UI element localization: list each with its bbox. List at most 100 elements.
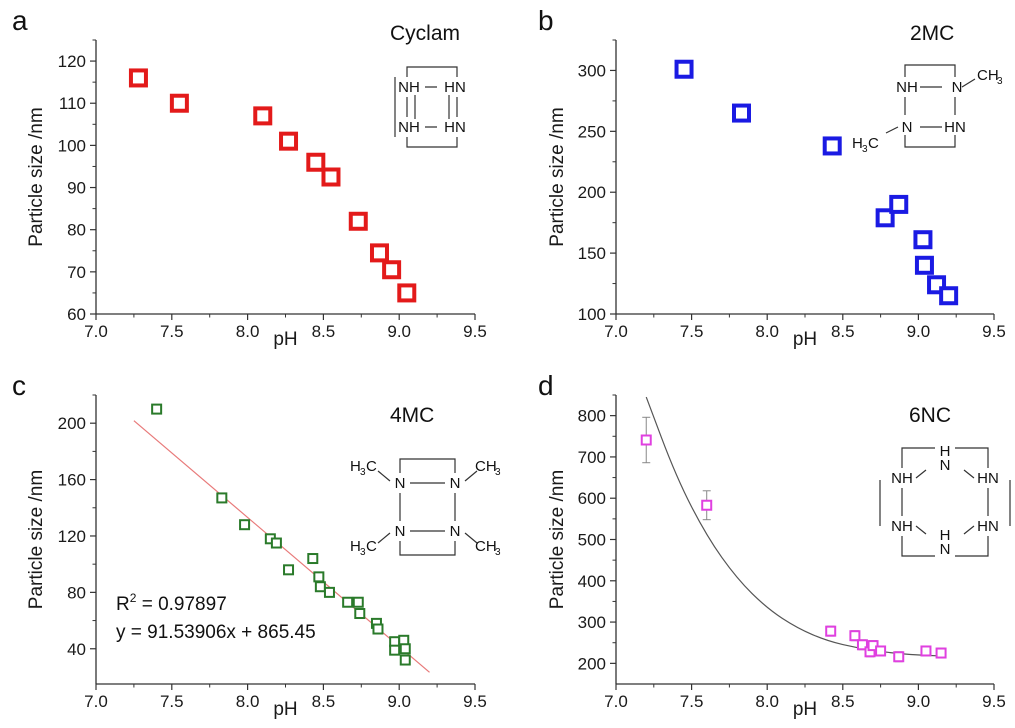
data-point — [342, 596, 354, 608]
data-point — [239, 519, 251, 531]
atom-subscript: 3 — [495, 547, 501, 558]
compound-name: 6NC — [909, 404, 951, 427]
y-tick-label: 80 — [67, 221, 86, 240]
atom-subscript: 3 — [360, 547, 366, 558]
atom-label: C — [366, 538, 377, 555]
atom-label: H — [940, 443, 951, 460]
x-tick-label: 9.0 — [387, 322, 411, 341]
x-tick-label: 8.0 — [236, 692, 260, 711]
data-point — [169, 93, 189, 113]
x-tick-label: 9.0 — [907, 322, 931, 341]
y-tick-label: 400 — [578, 572, 606, 591]
data-point — [731, 103, 751, 123]
atom-label: HN — [444, 119, 466, 136]
ring-bonds — [394, 66, 458, 148]
data-point — [323, 586, 335, 598]
atom-label: CH — [977, 67, 999, 84]
y-tick-label: 300 — [578, 613, 606, 632]
atom-label: N — [940, 457, 951, 474]
x-tick-label: 9.5 — [982, 322, 1006, 341]
y-tick-label: 300 — [578, 61, 606, 80]
atom-label: N — [902, 119, 913, 136]
atom-label: HN — [977, 470, 999, 487]
data-point — [889, 194, 909, 214]
atom-label: HN — [944, 119, 966, 136]
data-point — [354, 608, 366, 620]
atom-label: NH — [398, 79, 420, 96]
data-point — [875, 208, 895, 228]
atom-subscript: 3 — [360, 467, 366, 478]
panel-letter: d — [538, 370, 554, 401]
y-tick-label: 160 — [58, 471, 86, 490]
atom-label: H — [940, 527, 951, 544]
y-tick-label: 200 — [578, 654, 606, 673]
data-point — [348, 211, 368, 231]
x-tick-label: 8.5 — [831, 322, 855, 341]
x-tick-label: 8.5 — [312, 322, 336, 341]
data-point — [913, 230, 933, 250]
atom-label: N — [952, 79, 963, 96]
atom-label: H — [852, 135, 863, 152]
data-point — [914, 255, 934, 275]
atom-subscript: 3 — [997, 76, 1003, 87]
atom-label: NH — [891, 470, 913, 487]
data-point — [856, 639, 868, 651]
atom-label: C — [868, 135, 879, 152]
atom-label: N — [450, 475, 461, 492]
atom-label: N — [395, 475, 406, 492]
x-tick-label: 7.5 — [680, 692, 704, 711]
atom-label: H — [350, 538, 361, 555]
data-point — [674, 59, 694, 79]
atom-label: C — [366, 458, 377, 475]
x-tick-label: 8.0 — [755, 322, 779, 341]
panel-letter: b — [538, 5, 554, 36]
x-tick-label: 8.0 — [236, 322, 260, 341]
x-tick-label: 9.0 — [387, 692, 411, 711]
data-point — [369, 243, 389, 263]
data-point — [270, 537, 282, 549]
fit-equation: y = 91.53906x + 865.45 — [116, 622, 316, 643]
data-point — [253, 106, 273, 126]
ring-bonds — [885, 64, 976, 148]
y-tick-label: 120 — [58, 527, 86, 546]
y-axis-title: Particle size /nm — [547, 470, 568, 609]
data-point — [849, 630, 861, 642]
data-point — [313, 571, 325, 583]
atom-label: HN — [444, 79, 466, 96]
atom-label: H — [350, 458, 361, 475]
data-point — [283, 564, 295, 576]
data-point — [382, 260, 402, 280]
data-point — [128, 68, 148, 88]
y-tick-label: 100 — [578, 305, 606, 324]
data-point — [822, 136, 842, 156]
data-point — [399, 643, 411, 655]
x-tick-label: 8.5 — [312, 692, 336, 711]
y-tick-label: 600 — [578, 489, 606, 508]
data-point — [399, 654, 411, 666]
x-tick-label: 7.5 — [160, 692, 184, 711]
y-tick-label: 40 — [67, 640, 86, 659]
data-point — [352, 596, 364, 608]
atom-label: NH — [896, 79, 918, 96]
y-tick-label: 100 — [58, 136, 86, 155]
data-point — [939, 286, 959, 306]
x-tick-label: 9.5 — [463, 692, 487, 711]
data-point — [314, 581, 326, 593]
x-tick-label: 9.5 — [463, 322, 487, 341]
atom-label: N — [395, 523, 406, 540]
x-tick-label: 9.0 — [907, 692, 931, 711]
atom-subscript: 3 — [495, 467, 501, 478]
atom-label: N — [940, 541, 951, 558]
panel-letter: c — [12, 370, 26, 401]
x-tick-label: 7.0 — [604, 692, 628, 711]
compound-name: 2MC — [910, 22, 954, 45]
atom-label: HN — [977, 518, 999, 535]
ring-bonds — [879, 447, 1011, 557]
x-tick-label: 7.0 — [604, 322, 628, 341]
